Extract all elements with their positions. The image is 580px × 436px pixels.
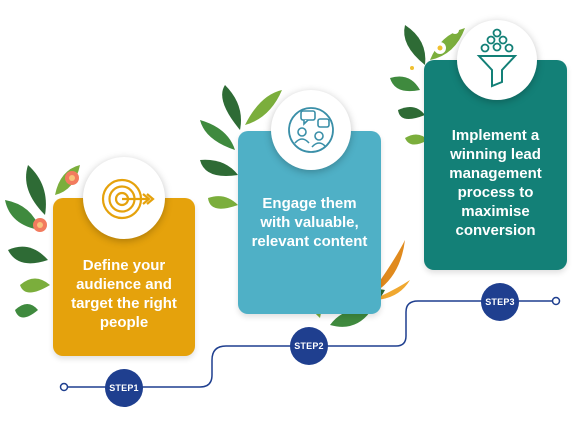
foliage-step3	[390, 25, 465, 145]
target-icon	[101, 178, 155, 220]
step2-badge: STEP2	[290, 327, 328, 365]
step2-icon-badge	[271, 90, 351, 170]
step2-text: Engage them with valuable, relevant cont…	[251, 195, 368, 250]
step1-icon-badge	[83, 157, 165, 239]
path-start-dot	[59, 382, 69, 392]
step1-badge: STEP1	[105, 369, 143, 407]
path-end-dot	[551, 296, 561, 306]
step3-badge: STEP3	[481, 283, 519, 321]
foliage-step1	[5, 165, 80, 318]
chat-people-icon	[288, 107, 334, 153]
step3-text: Implement a winning lead management proc…	[449, 127, 542, 239]
step1-text: Define your audience and target the righ…	[71, 257, 177, 331]
step3-icon-badge	[457, 20, 537, 100]
step3-card: Implement a winning lead management proc…	[424, 60, 567, 270]
funnel-icon	[476, 28, 518, 88]
